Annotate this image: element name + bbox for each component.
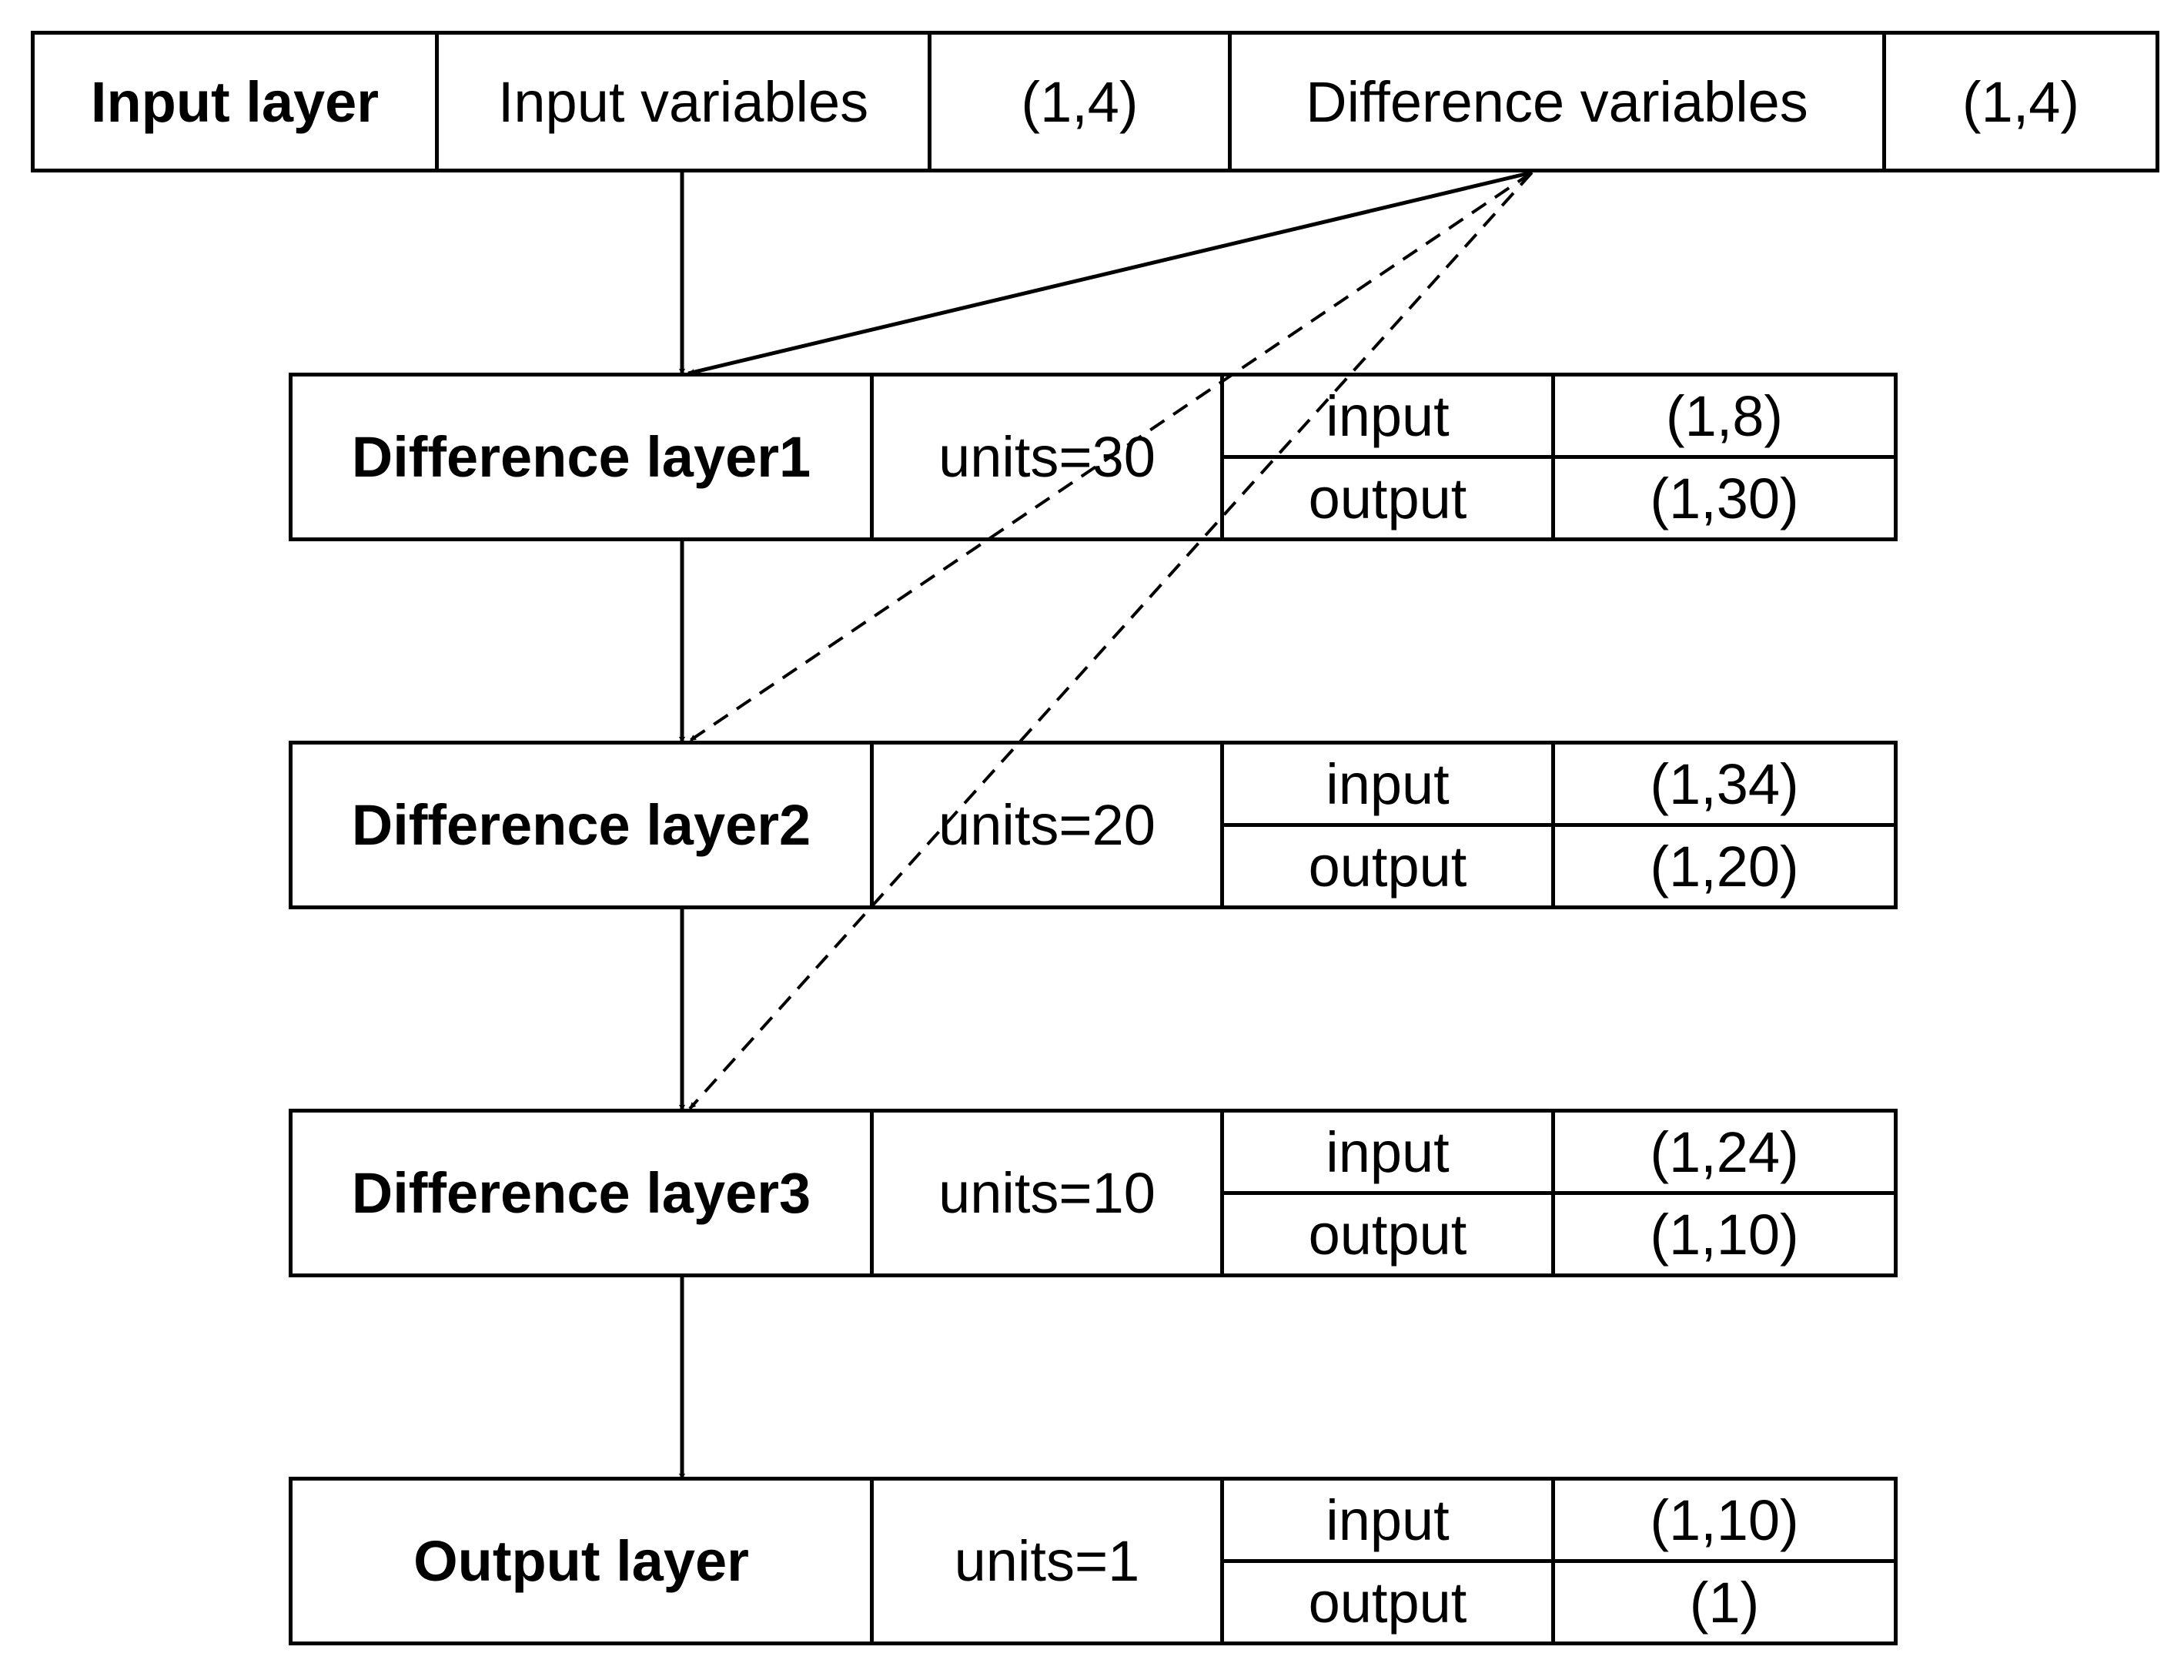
- output-shape: (1,30): [1650, 466, 1799, 530]
- difference-layer1-table: Difference layer1 units=30 input (1,8) o…: [289, 373, 1898, 541]
- divider: [1220, 1113, 1224, 1273]
- output-shape: (1): [1689, 1570, 1760, 1635]
- divider: [1220, 376, 1224, 537]
- input-variables-shape: (1,4): [1021, 69, 1139, 134]
- layer-units: units=10: [938, 1161, 1156, 1225]
- difference-layer2-table: Difference layer2 units=20 input (1,34) …: [289, 741, 1898, 909]
- divider: [870, 376, 874, 537]
- divider: [1220, 745, 1224, 905]
- divider: [1224, 1559, 1894, 1563]
- divider: [435, 35, 439, 169]
- input-layer-table: Input layer Input variables (1,4) Differ…: [31, 31, 2159, 172]
- divider: [870, 745, 874, 905]
- output-layer-table: Output layer units=1 input (1,10) output…: [289, 1477, 1898, 1645]
- layer-name: Output layer: [413, 1529, 749, 1593]
- divider: [928, 35, 931, 169]
- layer-name: Difference layer1: [351, 425, 811, 489]
- layer-units: units=1: [954, 1529, 1140, 1593]
- difference-variables-shape: (1,4): [1962, 69, 2080, 134]
- divider: [1224, 1191, 1894, 1195]
- dashed-arrow-diffvars-to-layer3: [688, 171, 1533, 1110]
- output-label: output: [1308, 1570, 1467, 1635]
- layer-units: units=30: [938, 425, 1156, 489]
- output-shape: (1,20): [1650, 834, 1799, 899]
- input-shape: (1,34): [1650, 751, 1799, 816]
- layer-name: Difference layer3: [351, 1161, 811, 1225]
- divider: [1220, 1481, 1224, 1642]
- input-shape: (1,8): [1665, 383, 1784, 448]
- output-label: output: [1308, 1202, 1467, 1267]
- divider: [1882, 35, 1886, 169]
- input-variables-label: Input variables: [497, 69, 869, 134]
- divider: [870, 1481, 874, 1642]
- divider: [1224, 823, 1894, 827]
- difference-variables-label: Difference variables: [1306, 69, 1808, 134]
- difference-layer3-table: Difference layer3 units=10 input (1,24) …: [289, 1109, 1898, 1277]
- output-shape: (1,10): [1650, 1202, 1799, 1267]
- input-shape: (1,24): [1650, 1119, 1799, 1184]
- divider: [870, 1113, 874, 1273]
- layer-name: Difference layer2: [351, 793, 811, 857]
- input-label: input: [1326, 1119, 1450, 1184]
- divider: [1224, 455, 1894, 459]
- input-label: input: [1326, 1488, 1450, 1552]
- divider: [1228, 35, 1232, 169]
- input-label: input: [1326, 751, 1450, 816]
- input-shape: (1,10): [1650, 1488, 1799, 1552]
- input-layer-label: Input layer: [90, 69, 380, 134]
- output-label: output: [1308, 834, 1467, 899]
- output-label: output: [1308, 466, 1467, 530]
- layer-units: units=20: [938, 793, 1156, 857]
- input-label: input: [1326, 383, 1450, 448]
- arrow-diffvars-to-layer1: [687, 170, 1533, 376]
